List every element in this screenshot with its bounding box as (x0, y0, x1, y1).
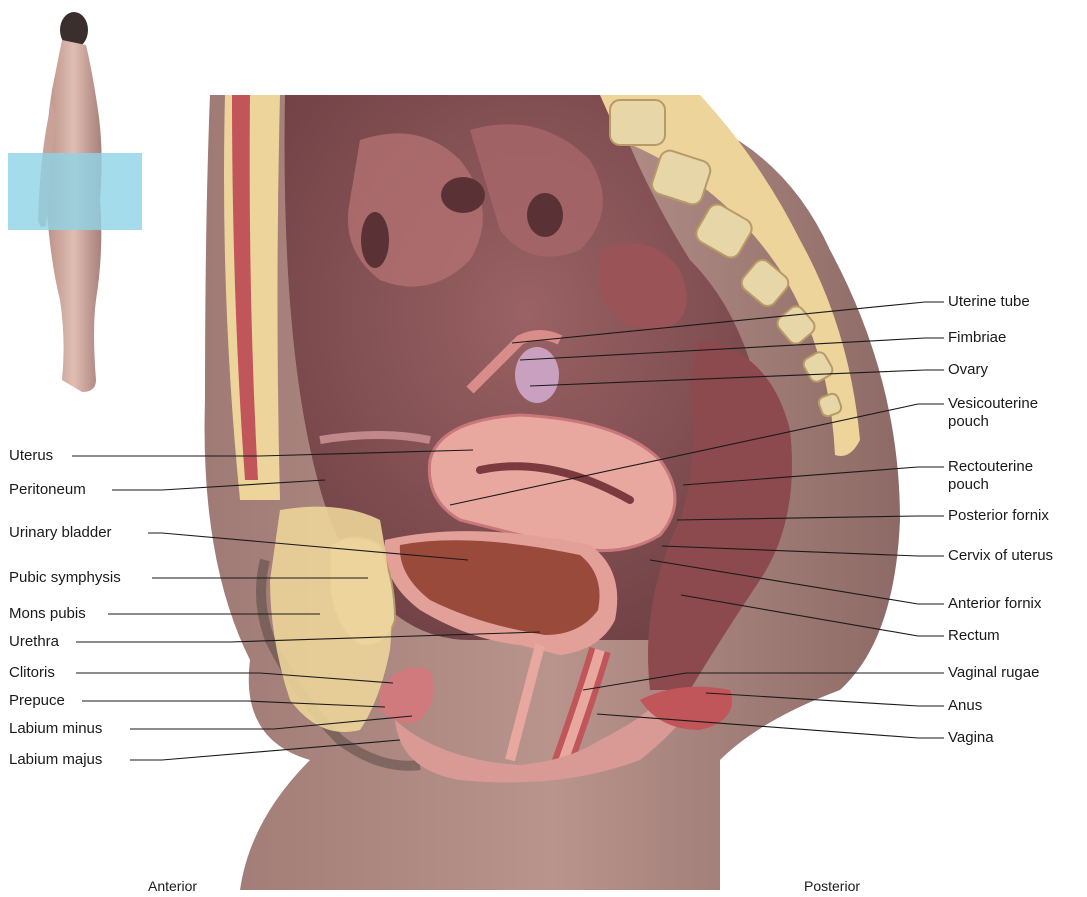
orientation-posterior: Posterior (804, 878, 860, 894)
label-mons-pubis: Mons pubis (9, 605, 86, 623)
label-ovary: Ovary (948, 361, 988, 379)
locator-figure (8, 12, 142, 392)
label-labium-majus: Labium majus (9, 751, 102, 769)
label-clitoris: Clitoris (9, 664, 55, 682)
locator-highlight-box (8, 153, 142, 230)
pelvis-section (205, 95, 900, 890)
label-uterus: Uterus (9, 447, 53, 465)
label-prepuce: Prepuce (9, 692, 65, 710)
label-urethra: Urethra (9, 633, 59, 651)
label-pubic-symphysis: Pubic symphysis (9, 569, 121, 587)
label-posterior-fornix: Posterior fornix (948, 507, 1049, 525)
label-peritoneum: Peritoneum (9, 481, 86, 499)
label-vesicouterine-pouch: Vesicouterine pouch (948, 395, 1068, 431)
label-vagina: Vagina (948, 729, 994, 747)
label-rectum: Rectum (948, 627, 1000, 645)
label-rectouterine-pouch: Rectouterine pouch (948, 458, 1068, 494)
label-anterior-fornix: Anterior fornix (948, 595, 1041, 613)
orientation-anterior: Anterior (148, 878, 197, 894)
label-anus: Anus (948, 697, 982, 715)
label-uterine-tube: Uterine tube (948, 293, 1030, 311)
label-fimbriae: Fimbriae (948, 329, 1006, 347)
label-labium-minus: Labium minus (9, 720, 102, 738)
label-cervix-of-uterus: Cervix of uterus (948, 547, 1053, 565)
label-urinary-bladder: Urinary bladder (9, 524, 112, 542)
label-vaginal-rugae: Vaginal rugae (948, 664, 1039, 682)
